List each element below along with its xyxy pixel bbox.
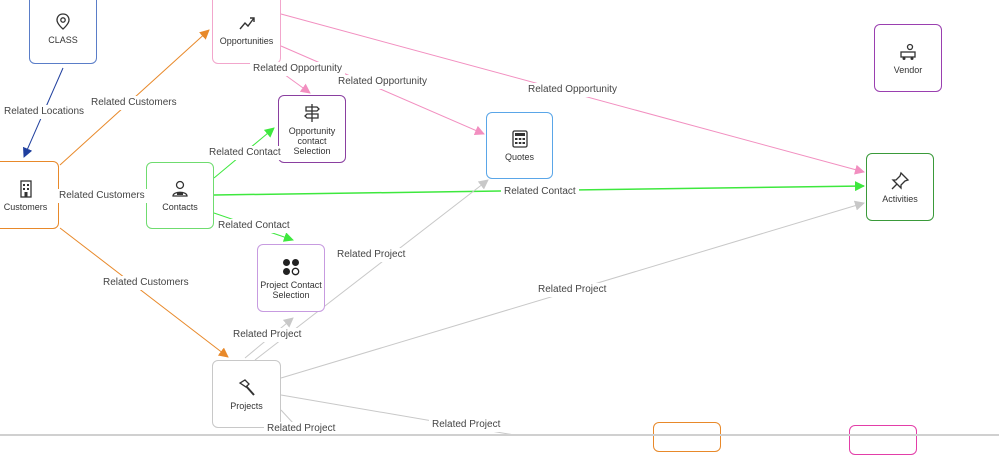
edge-label: Related Opportunity [525,83,620,97]
contact-person-icon [172,180,188,197]
node-label: Activities [882,193,918,204]
node-quotes[interactable]: Quotes [486,112,553,179]
edge-label: Related Customers [88,96,180,110]
node-projects[interactable]: Projects [212,360,281,428]
node-label: Contacts [162,202,198,212]
node-opportunities[interactable]: Opportunities [212,0,281,64]
edge-label: Related Locations [1,105,88,119]
node-label: Quotes [504,152,535,162]
scroll-edge-divider [0,434,999,436]
node-contacts[interactable]: Contacts [146,162,214,229]
node-customers[interactable]: Customers [0,161,59,229]
edge-label: Related Project [230,328,305,342]
edge-label: Related Project [535,283,610,297]
node-label: Customers [3,201,48,212]
edge-label: Related Contact [206,146,284,160]
edge-label: Related Contact [215,219,293,233]
edge-label: Related Project [429,418,504,432]
edge-label: Related Customers [100,276,192,290]
node-activities[interactable]: Activities [866,153,934,221]
truck-person-icon [900,43,916,60]
shapes-icon [283,258,300,275]
node-label: Vendor [893,64,923,75]
edge-customers-projects[interactable] [59,227,229,358]
node-partial-orange[interactable] [653,422,721,452]
edge-label: Related Project [264,422,339,436]
node-label: Projects [230,400,263,411]
node-label: Opportunity contact Selection [288,125,336,156]
trend-chart-icon [238,16,255,29]
edge-label: Related Contact [501,185,579,199]
signpost-icon [304,103,320,122]
edge-label: Related Customers [56,189,148,203]
pin-icon [891,171,910,190]
location-pin-icon [56,12,70,30]
building-icon [19,179,32,198]
calculator-icon [511,130,528,148]
node-label: CLASS [48,34,78,45]
node-project-contact-selection[interactable]: Project Contact Selection [257,244,325,312]
node-partial-pink[interactable] [849,425,917,455]
node-class[interactable]: CLASS [29,0,97,64]
edge-label: Related Opportunity [250,62,345,76]
node-vendor[interactable]: Vendor [874,24,942,92]
node-label: Project Contact Selection [260,279,322,300]
node-label: Opportunities [219,35,274,46]
edge-label: Related Opportunity [335,75,430,89]
hammer-icon [238,378,255,396]
edge-opportunities-quotes[interactable] [280,45,485,136]
node-opportunity-contact-selection[interactable]: Opportunity contact Selection [278,95,346,163]
edge-label: Related Project [334,248,409,262]
